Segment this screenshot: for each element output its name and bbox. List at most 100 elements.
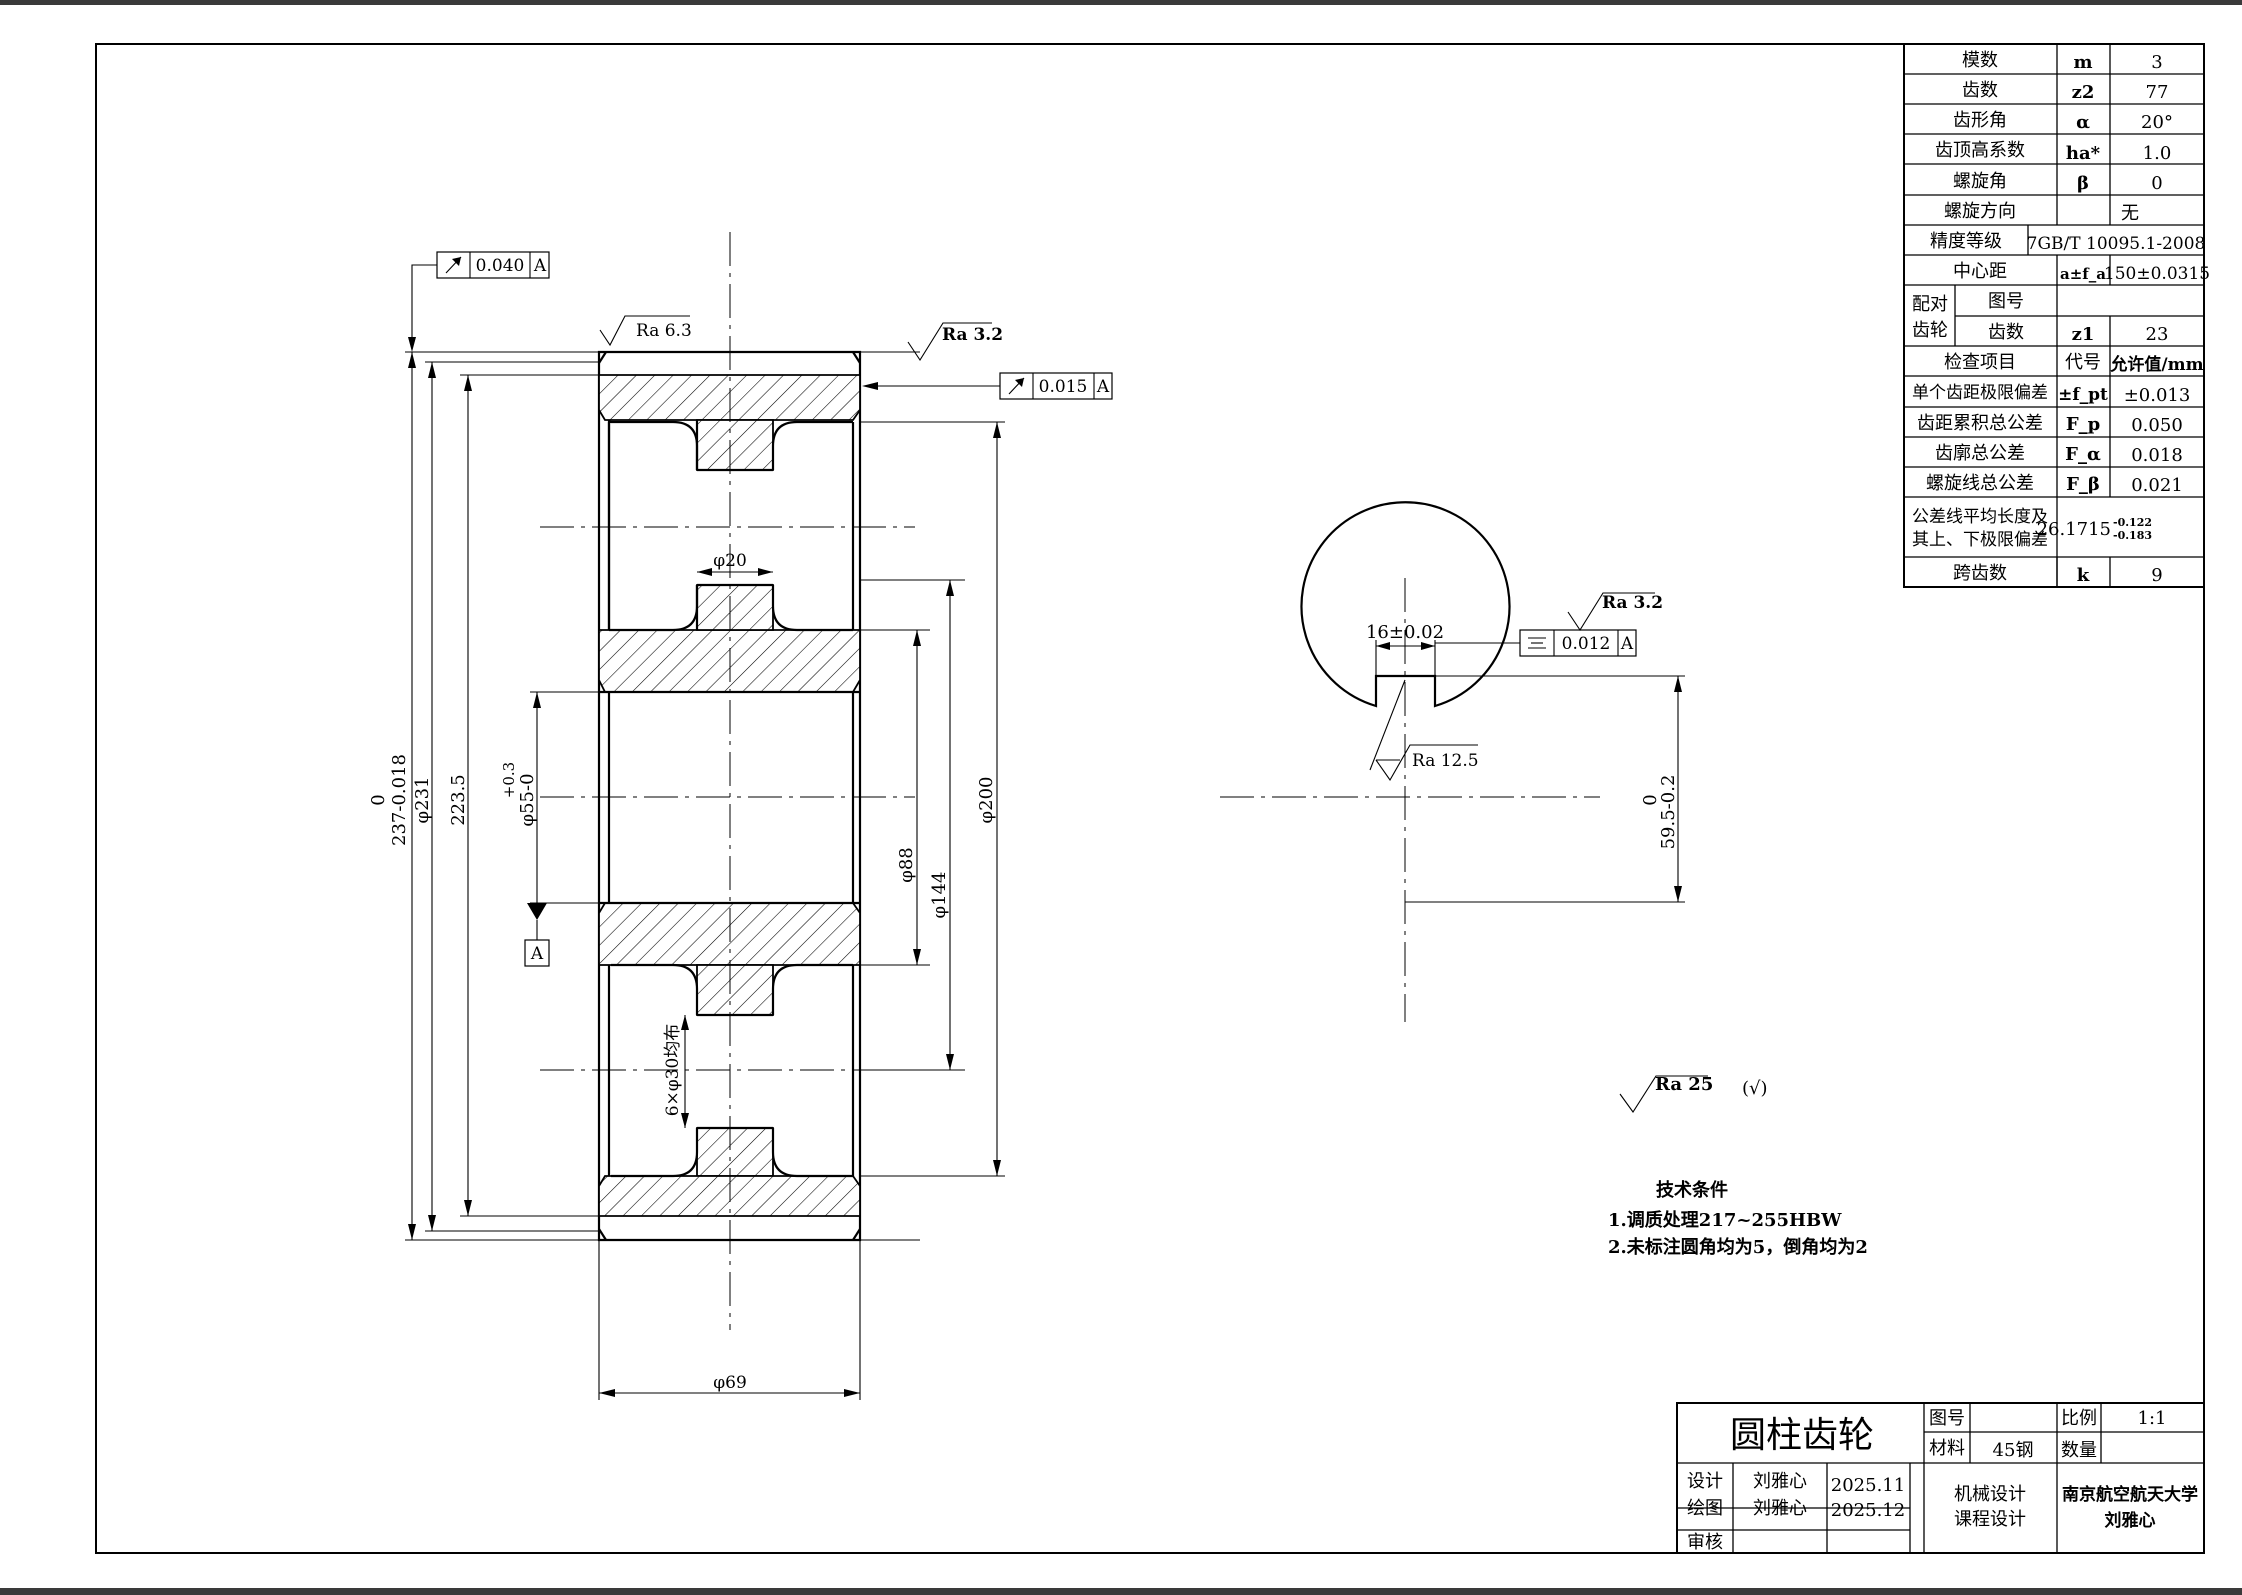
param-header-symbol: 代号 — [2065, 352, 2101, 373]
param-symbol-module: m — [2073, 52, 2092, 73]
param-value-addendum: 1.0 — [2143, 143, 2172, 164]
param-value-fp: 0.050 — [2131, 415, 2183, 436]
drawing-frame — [95, 43, 2205, 1554]
tb-scale: 1:1 — [2138, 1408, 2167, 1429]
tb-review-label: 审核 — [1687, 1532, 1723, 1553]
general-rough-label: Ra 25 — [1655, 1074, 1713, 1095]
dim-231: φ231 — [412, 777, 433, 824]
param-name-span-line2: 其上、下极限偏差 — [1912, 530, 2048, 550]
param-name-fp: 齿距累积总公差 — [1917, 413, 2043, 434]
tb-design-label: 设计 — [1687, 1471, 1723, 1492]
dim-outer-dia-upper: 0 — [368, 794, 389, 805]
param-value-fbeta: 0.021 — [2131, 475, 2183, 496]
param-value-span-lower: -0.183 — [2113, 529, 2152, 542]
tb-course-line2: 课程设计 — [1954, 1509, 2026, 1530]
tb-scale-label: 比例 — [2061, 1408, 2097, 1429]
sym-tol-value: 0.012 — [1562, 634, 1611, 654]
keyway-depth-upper: 0 — [1640, 794, 1661, 805]
keyway-hub-outline — [1300, 501, 1511, 708]
tb-drawer: 刘雅心 — [1753, 1498, 1807, 1519]
dim-88: φ88 — [896, 847, 917, 883]
param-name-fpt: 单个齿距极限偏差 — [1912, 383, 2048, 403]
tech-req-title: 技术条件 — [1656, 1179, 1728, 1201]
param-value-teeth: 77 — [2146, 82, 2169, 103]
parameter-table: 模数 m 3 齿数 z2 77 齿形角 α 20° 齿顶高系数 ha* 1.0 … — [1903, 43, 2210, 588]
hatch-upper-web-left — [696, 419, 774, 471]
param-name-helix-dir: 螺旋方向 — [1944, 201, 2016, 222]
tb-qty-label: 数量 — [2061, 1440, 2097, 1461]
param-name-span-teeth: 跨齿数 — [1953, 563, 2007, 584]
tb-design-date: 2025.11 — [1831, 1475, 1905, 1496]
param-name-mating-teeth: 齿数 — [1988, 322, 2024, 343]
param-name-accuracy: 精度等级 — [1930, 231, 2002, 252]
param-name-span-line1: 公差线平均长度及 — [1912, 507, 2048, 527]
param-symbol-fbeta: F_β — [2066, 474, 2100, 495]
param-value-helix-dir: 无 — [2121, 203, 2139, 224]
param-header-value: 允许值/mm — [2109, 354, 2203, 375]
tb-draw-date: 2025.12 — [1831, 1500, 1905, 1521]
param-value-mating-teeth: 23 — [2146, 324, 2169, 345]
param-symbol-fp: F_p — [2066, 414, 2100, 435]
param-symbol-span-teeth: k — [2077, 565, 2090, 586]
keyway-view: 16±0.02 0.012 A Ra 3.2 Ra 12.5 0 59.5-0.… — [1220, 501, 1685, 1022]
param-value-falpha: 0.018 — [2131, 445, 2183, 466]
param-value-fpt: ±0.013 — [2124, 385, 2191, 406]
tech-requirements: 技术条件 1.调质处理217~255HBW 2.未标注圆角均为5，倒角均为2 — [1608, 1179, 1868, 1258]
param-value-module: 3 — [2151, 52, 2162, 73]
param-value-span: 26.1715 — [2037, 519, 2111, 540]
param-name-mating-drawing: 图号 — [1988, 291, 2024, 312]
tech-req-item-1: 1.调质处理217~255HBW — [1608, 1209, 1842, 1231]
tb-school: 南京航空航天大学 — [2062, 1484, 2198, 1505]
param-value-accuracy: 7GB/T 10095.1-2008 — [2027, 234, 2206, 254]
datum-label-a: A — [530, 944, 544, 964]
dim-200: φ200 — [976, 777, 997, 824]
runout-face-value: 0.015 — [1039, 377, 1088, 397]
datum-triangle — [527, 903, 547, 920]
keyway-width: 16±0.02 — [1366, 622, 1444, 643]
param-value-span-teeth: 9 — [2151, 565, 2162, 586]
param-header-item: 检查项目 — [1944, 352, 2016, 373]
general-rough-suffix: (√) — [1742, 1078, 1768, 1099]
dim-223: 223.5 — [448, 774, 469, 826]
keyway-rough-inner: Ra 12.5 — [1412, 751, 1479, 771]
param-name-falpha: 齿廓总公差 — [1935, 443, 2025, 464]
param-name-pressure-angle: 齿形角 — [1953, 110, 2007, 131]
hatch-lower-web-2 — [696, 1127, 774, 1177]
rough-top-right: Ra 3.2 — [942, 325, 1003, 345]
param-symbol-fpt: ±f_pt — [2058, 385, 2108, 405]
param-name-center-distance: 中心距 — [1953, 261, 2007, 282]
keyway-rough: Ra 3.2 — [1602, 593, 1663, 613]
param-group-mating-1: 配对 — [1912, 294, 1948, 315]
top-border-bar — [0, 0, 2242, 5]
runout-top-value: 0.040 — [476, 256, 525, 276]
keyway-depth: 59.5-0.2 — [1658, 775, 1679, 850]
tb-designer: 刘雅心 — [1753, 1471, 1807, 1492]
rough-top-left: Ra 6.3 — [636, 321, 692, 341]
tb-material-label: 材料 — [1929, 1438, 1965, 1459]
general-roughness: Ra 25 (√) — [1619, 1074, 1768, 1113]
holes-note: 6×φ30均布 — [663, 1024, 683, 1117]
param-symbol-addendum: ha* — [2066, 143, 2101, 164]
param-symbol-helix-angle: β — [2077, 173, 2089, 194]
param-value-helix-angle: 0 — [2151, 173, 2162, 194]
dim-outer-dia: 237-0.018 — [389, 754, 410, 846]
tb-student: 刘雅心 — [2105, 1510, 2156, 1531]
hatch-upper-web-2 — [696, 584, 774, 631]
runout-top-datum: A — [533, 256, 547, 276]
dim-bottom-69: φ69 — [713, 1373, 747, 1393]
dim-bore-upper: +0.3 — [500, 762, 518, 798]
param-symbol-falpha: F_α — [2065, 444, 2101, 465]
param-group-mating-2: 齿轮 — [1912, 320, 1948, 341]
param-value-center-distance: 150±0.0315 — [2104, 264, 2210, 284]
hatch-lower-web-1 — [696, 964, 774, 1016]
param-name-helix-angle: 螺旋角 — [1953, 171, 2007, 192]
sym-tol-datum: A — [1620, 634, 1634, 654]
dim-hole-dia: φ20 — [713, 551, 747, 571]
param-symbol-teeth: z2 — [2072, 82, 2095, 103]
param-symbol-center-distance: a±f_a — [2060, 265, 2106, 283]
param-symbol-pressure-angle: α — [2076, 112, 2090, 133]
param-name-module: 模数 — [1962, 50, 1998, 71]
tb-draw-label: 绘图 — [1687, 1498, 1723, 1519]
param-name-teeth: 齿数 — [1962, 80, 1998, 101]
